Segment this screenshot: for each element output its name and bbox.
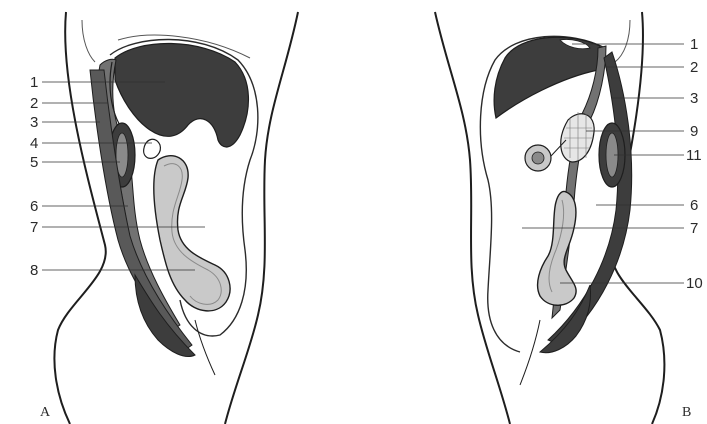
panel-a-callout: 8 bbox=[30, 262, 38, 279]
panel-b-callouts: 1 2 3 9 11 6 7 10 bbox=[686, 36, 703, 292]
panel-b-cord-line bbox=[520, 320, 540, 385]
panel-a-drawing bbox=[54, 12, 298, 424]
panel-b-drawing bbox=[435, 12, 664, 424]
panel-a-cord-line bbox=[195, 320, 215, 375]
panel-a-gut-tube bbox=[154, 156, 230, 311]
panel-a-callouts: 1 2 3 4 5 6 7 8 bbox=[30, 74, 38, 279]
panel-b-callout: 6 bbox=[690, 197, 698, 214]
panel-b-callout: 9 bbox=[690, 123, 698, 140]
panel-a-callout: 3 bbox=[30, 114, 38, 131]
panel-a-callout: 6 bbox=[30, 198, 38, 215]
panel-a-callout: 4 bbox=[30, 135, 38, 152]
panel-a-callout: 5 bbox=[30, 154, 38, 171]
panel-b-callout: 1 bbox=[690, 36, 698, 53]
panel-b-callout: 11 bbox=[686, 147, 702, 164]
panel-a-callout: 2 bbox=[30, 95, 38, 112]
panel-b-label: B bbox=[682, 405, 691, 420]
panel-b-callout: 2 bbox=[690, 59, 698, 76]
panel-b-callout: 7 bbox=[690, 220, 698, 237]
panel-a-small-loop bbox=[144, 139, 161, 158]
panel-b-round-organ-core bbox=[532, 152, 544, 164]
panel-b-callout: 3 bbox=[690, 90, 698, 107]
panel-a-callout: 7 bbox=[30, 219, 38, 236]
panel-a-label: A bbox=[40, 405, 51, 420]
panel-b-liver bbox=[494, 37, 600, 118]
panel-a-callout: 1 bbox=[30, 74, 38, 91]
panel-a-liver bbox=[115, 43, 248, 147]
panel-b-diaphragm-arc bbox=[615, 20, 630, 62]
panel-b-callout: 10 bbox=[686, 275, 703, 292]
